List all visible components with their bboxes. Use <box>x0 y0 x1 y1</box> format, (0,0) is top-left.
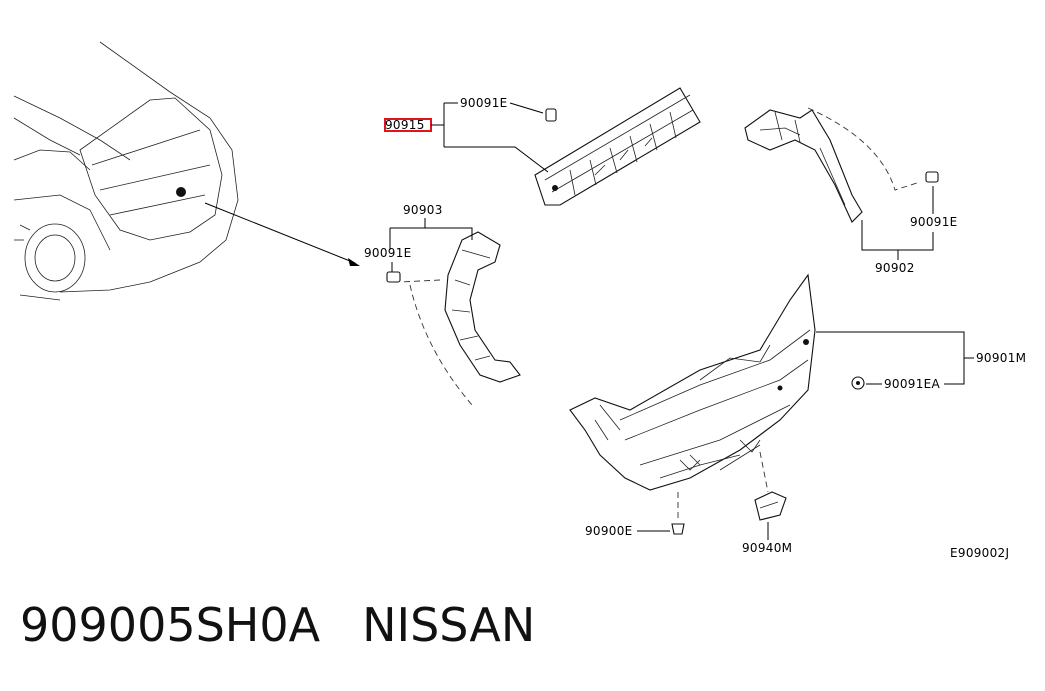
clip-icon <box>386 271 401 283</box>
part-caption: 909005SH0A NISSAN <box>20 598 577 652</box>
main-trim-panel <box>569 273 816 491</box>
main-clip-icon <box>851 376 865 390</box>
label-left-trim: 90903 <box>403 203 443 217</box>
car-rear-illustration <box>13 41 360 301</box>
label-bottom-clip: 90900E <box>585 524 633 538</box>
bottom-clip-icon <box>671 523 685 535</box>
bottom-bracket-icon <box>754 491 787 521</box>
left-arch-trim <box>386 231 521 406</box>
clip-icon <box>925 171 939 183</box>
label-left-clip: 90091E <box>364 246 412 260</box>
label-bottom-part: 90940M <box>742 541 792 555</box>
label-right-clip: 90091E <box>910 215 958 229</box>
label-main-trim: 90901M <box>976 351 1026 365</box>
arrow-head-icon <box>348 258 360 266</box>
label-right-trim: 90902 <box>875 261 915 275</box>
label-main-clip: 90091EA <box>884 377 941 391</box>
brand-name: NISSAN <box>362 598 536 652</box>
label-90915: 90915 <box>385 118 425 132</box>
right-arch-trim <box>744 107 939 223</box>
part-number: 909005SH0A <box>20 598 321 652</box>
emblem-icon <box>176 187 186 197</box>
top-trim-strip <box>534 87 701 206</box>
label-top-clip: 90091E <box>460 96 508 110</box>
diagram-code: E909002J <box>950 546 1009 560</box>
clip-icon <box>545 108 557 122</box>
